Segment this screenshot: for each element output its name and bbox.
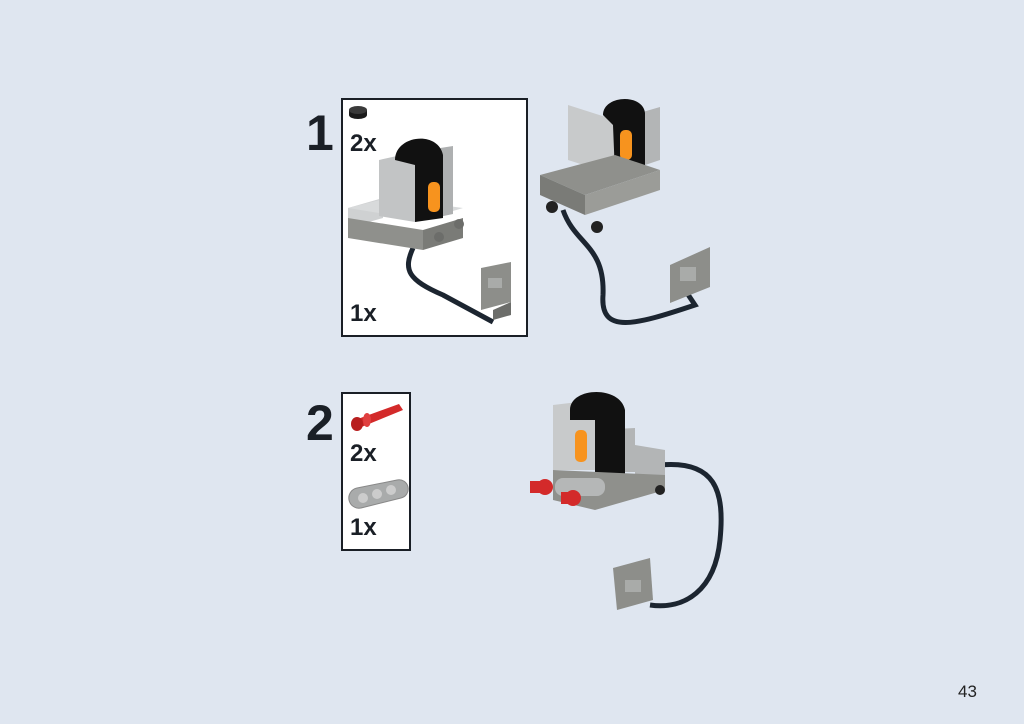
step-1-assembly-illustration [540, 98, 710, 325]
part-quantity: 2x [350, 130, 377, 157]
technic-pin-part-icon [351, 404, 403, 431]
parts-callout-step-2: 2x 1x [341, 392, 411, 551]
part-quantity: 1x [350, 300, 377, 327]
step-2-assembly-illustration [530, 391, 724, 610]
round-plate-part-icon [349, 106, 367, 119]
parts-callout-step-1: 2x 1x [341, 98, 528, 337]
step-number-2: 2 [306, 395, 334, 451]
part-quantity: 2x [350, 440, 377, 467]
part-quantity: 1x [350, 514, 377, 541]
step-number-1: 1 [306, 105, 334, 161]
ir-sensor-part-icon [348, 138, 511, 325]
page-number: 43 [958, 682, 977, 701]
technic-beam-part-icon [348, 479, 409, 509]
